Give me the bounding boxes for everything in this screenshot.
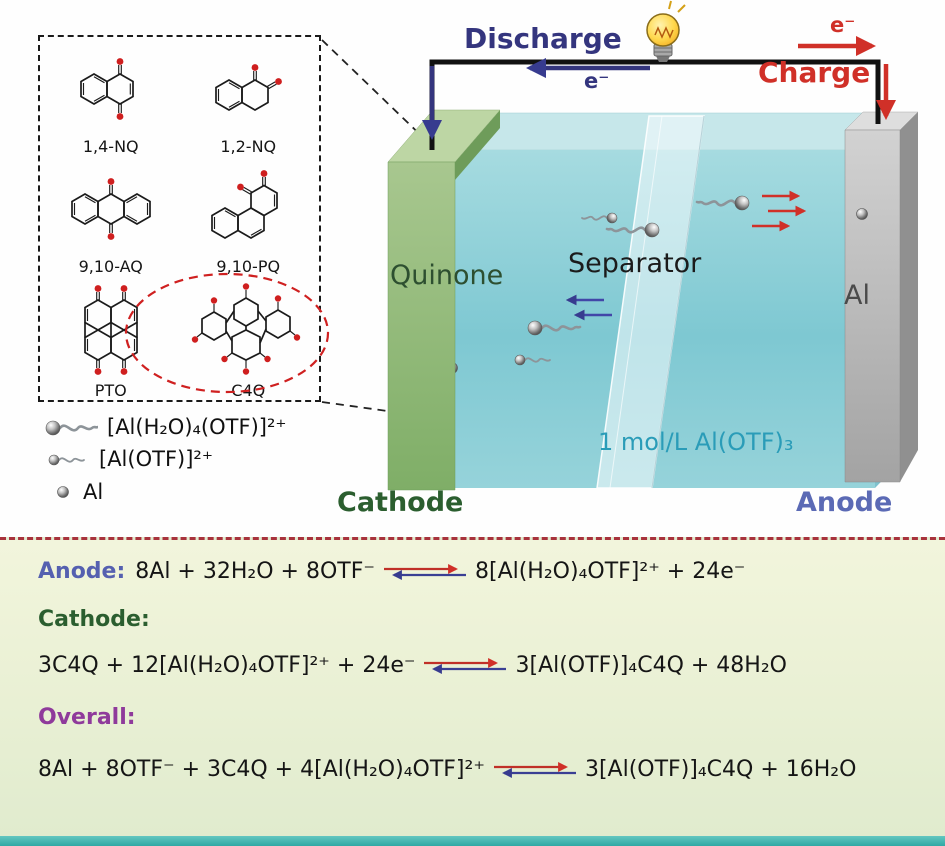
legend-item-al-otf-ion: [Al(OTF)]²⁺	[46, 447, 213, 471]
electrolyte-label: 1 mol/L Al(OTF)₃	[598, 428, 794, 456]
light-bulb-icon	[646, 0, 686, 62]
discharge-electron-arrows	[421, 57, 650, 141]
molecule-pto: PTO	[42, 277, 180, 401]
legend-label: Al	[83, 480, 104, 504]
anode-eq-left: 8Al + 32H₂O + 8OTF⁻	[135, 559, 375, 584]
molecule-label: C4Q	[231, 381, 266, 400]
molecule-9-10-pq: 9,10-PQ	[180, 157, 318, 277]
hydrated-ion-icons	[514, 194, 751, 366]
molecule-label: 9,10-PQ	[216, 257, 281, 276]
molecule-c4q: C4Q	[180, 277, 318, 401]
equilibrium-arrow-icon	[493, 761, 576, 778]
cathode-eq-right: 3[Al(OTF)]₄C4Q + 48H₂O	[515, 653, 787, 678]
quinone-label: Quinone	[390, 260, 504, 291]
molecule-label: 1,2-NQ	[220, 137, 277, 156]
equilibrium-arrow-icon	[383, 563, 466, 580]
equilibrium-arrow-icon	[424, 657, 507, 674]
legend-label: [Al(H₂O)₄(OTF)]²⁺	[107, 415, 287, 439]
discharge-motion-arrows	[565, 294, 612, 321]
large-hydrated-ion-icon	[44, 419, 98, 437]
molecule-1-2-nq: 1,2-NQ	[180, 41, 318, 157]
molecule-1-4-nq: 1,4-NQ	[42, 41, 180, 157]
molecule-structure-c4q	[192, 283, 301, 375]
legend-item-hydrated-ion: [Al(H₂O)₄(OTF)]²⁺	[44, 414, 286, 440]
molecule-label: PTO	[94, 381, 127, 400]
al-sphere-icon	[57, 486, 69, 498]
eq-row-cathode-label: Cathode:	[38, 607, 153, 632]
molecule-9-10-aq: 9,10-AQ	[42, 157, 180, 277]
legend-label: [Al(OTF)]²⁺	[99, 447, 213, 471]
electron-label-charge: e⁻	[830, 13, 856, 37]
molecule-structure-pto	[83, 285, 138, 375]
molecule-label: 9,10-AQ	[78, 257, 143, 276]
cathode-label: Cathode	[337, 487, 464, 518]
electron-label-discharge: e⁻	[584, 69, 610, 93]
eq-row-cathode: 3C4Q + 12[Al(H₂O)₄OTF]²⁺ + 24e⁻ 3[Al(OTF…	[38, 653, 787, 678]
al-label: Al	[844, 280, 870, 311]
legend-item-al: Al	[52, 480, 103, 504]
discharge-label: Discharge	[464, 22, 622, 55]
molecule-structure-9-10-pq	[211, 170, 279, 239]
cathode-eq-left: 3C4Q + 12[Al(H₂O)₄OTF]²⁺ + 24e⁻	[38, 653, 416, 678]
eq-row-anode: Anode: 8Al + 32H₂O + 8OTF⁻ 8[Al(H₂O)₄OTF…	[38, 559, 745, 584]
eq-row-overall-label: Overall:	[38, 705, 139, 730]
separator-label: Separator	[568, 248, 702, 279]
overall-eq-right: 3[Al(OTF)]₄C4Q + 16H₂O	[584, 757, 857, 782]
equations-panel: Anode: 8Al + 32H₂O + 8OTF⁻ 8[Al(H₂O)₄OTF…	[0, 537, 945, 839]
charge-motion-arrows	[752, 190, 807, 232]
anode-eq-right: 8[Al(H₂O)₄OTF]²⁺ + 24e⁻	[474, 559, 746, 584]
anode-label: Anode	[796, 487, 893, 518]
charge-label: Charge	[758, 56, 871, 89]
cathode-eq-label: Cathode:	[38, 607, 150, 632]
quinone-library-panel: 1,4-NQ 1,2-NQ	[38, 35, 321, 402]
overall-eq-left: 8Al + 8OTF⁻ + 3C4Q + 4[Al(H₂O)₄OTF]²⁺	[38, 757, 485, 782]
molecule-label: 1,4-NQ	[82, 137, 139, 156]
molecule-structure-1-2-nq	[215, 64, 283, 111]
small-ion-icon	[48, 454, 85, 466]
overall-eq-label: Overall:	[38, 705, 136, 730]
bottom-teal-bar	[0, 836, 945, 846]
molecule-structure-9-10-aq	[70, 178, 151, 240]
al-sphere-icons	[446, 208, 868, 374]
eq-row-overall: 8Al + 8OTF⁻ + 3C4Q + 4[Al(H₂O)₄OTF]²⁺ 3[…	[38, 757, 856, 782]
anode-eq-label: Anode:	[38, 559, 126, 584]
connector-lines	[321, 39, 541, 433]
cathode-slab	[387, 109, 501, 491]
molecule-structure-1-4-nq	[79, 58, 134, 120]
